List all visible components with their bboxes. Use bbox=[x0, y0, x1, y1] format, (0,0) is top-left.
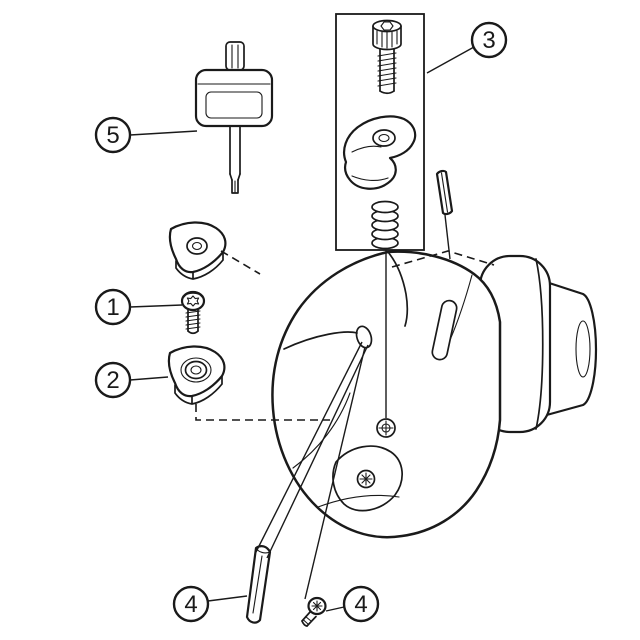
torque-wrench bbox=[194, 41, 274, 194]
cutting-insert bbox=[168, 221, 227, 280]
clamp-spring bbox=[371, 200, 399, 250]
hex-socket bbox=[380, 21, 394, 31]
kit-pin bbox=[435, 169, 454, 216]
callout-2: 2 bbox=[94, 361, 169, 399]
pocket-screw-head bbox=[356, 469, 376, 489]
coupling-shaft bbox=[541, 279, 598, 418]
torx-recess bbox=[311, 600, 323, 612]
insert-pocket bbox=[332, 445, 403, 512]
clamp bbox=[342, 115, 417, 190]
callout-3: 3 bbox=[426, 21, 508, 74]
body-slot bbox=[431, 299, 458, 361]
callout-3-label: 3 bbox=[482, 27, 495, 54]
insert-hole bbox=[186, 237, 208, 255]
shim-seat bbox=[167, 345, 226, 405]
shim-hole bbox=[184, 360, 208, 380]
callout-4-left-label: 4 bbox=[184, 591, 197, 618]
tool-body bbox=[271, 250, 598, 539]
callout-5: 5 bbox=[94, 116, 198, 154]
set-screw bbox=[301, 596, 327, 627]
torx-recess bbox=[186, 295, 200, 307]
clamp-screw-hole bbox=[376, 418, 396, 438]
callout-2-label: 2 bbox=[106, 367, 119, 394]
insert-screw bbox=[180, 290, 206, 335]
callout-1-label: 1 bbox=[106, 294, 119, 321]
wrench-knob bbox=[225, 41, 245, 71]
callout-4-left: 4 bbox=[172, 585, 248, 623]
kit-box-outline bbox=[335, 13, 425, 251]
callout-4-right: 4 bbox=[325, 585, 380, 623]
clamp-hole bbox=[372, 129, 396, 147]
callout-4-right-label: 4 bbox=[354, 591, 367, 618]
clamp-cap-screw bbox=[372, 19, 402, 95]
torx-tip bbox=[231, 179, 239, 194]
callout-5-label: 5 bbox=[106, 122, 119, 149]
callout-1: 1 bbox=[94, 288, 183, 326]
spare-parts-box bbox=[335, 13, 425, 251]
dashed-alignment-lines bbox=[195, 250, 495, 421]
